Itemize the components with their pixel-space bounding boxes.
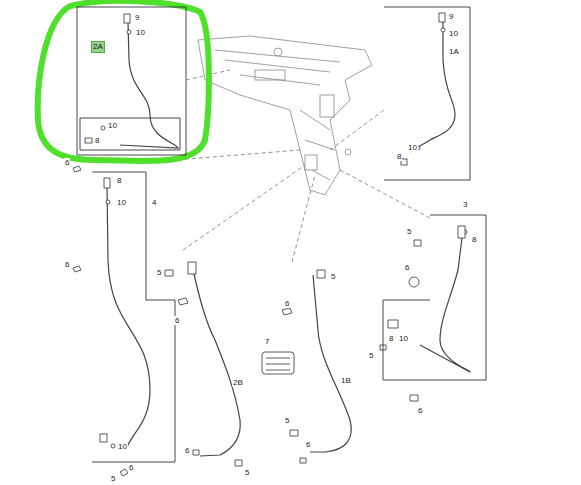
callout-number: 5 (368, 351, 374, 360)
callout-number: 7 (264, 337, 270, 346)
callout-number: 9 (134, 13, 140, 22)
callout-number: 5 (406, 227, 412, 236)
callout-number: 5 (110, 474, 116, 483)
callout-number: 1B (340, 376, 352, 385)
callout-number: 10 (398, 334, 409, 343)
callout-number: 9 (448, 12, 454, 21)
callout-number: 5 (244, 468, 250, 477)
reference-label: 4 (151, 198, 157, 208)
inset-frame: 4 (92, 172, 175, 462)
callout-number: 6 (184, 446, 190, 455)
callout-number: 6 (417, 406, 423, 415)
reference-label: 1A (448, 47, 460, 57)
callout-number: 6 (128, 463, 134, 472)
callout-number: 8 (388, 334, 394, 343)
callout-number: 8 (396, 152, 402, 161)
callout-number: 6 (64, 260, 70, 269)
callout-number: 10 (448, 29, 459, 38)
callout-number: 5 (156, 268, 162, 277)
callout-number: 10 (116, 198, 127, 207)
callout-number: 6 (174, 316, 180, 325)
callout-number: 10 (135, 28, 146, 37)
frame-outline (77, 7, 186, 155)
frame-outline (92, 172, 175, 462)
reference-label: 2A (91, 41, 105, 53)
callout-number: 10 (117, 442, 128, 451)
callout-number: 6 (404, 263, 410, 272)
callout-number: 10 (407, 143, 418, 152)
callout-number: 2B (232, 378, 244, 387)
reference-label: 3 (462, 200, 468, 210)
callout-number: 5 (330, 272, 336, 281)
callout-number: 5 (284, 416, 290, 425)
inset-frame: 2A (77, 7, 186, 155)
callout-number: 8 (94, 136, 100, 145)
callout-number: 10 (107, 121, 118, 130)
callout-number: 6 (305, 440, 311, 449)
callout-number: 8 (116, 176, 122, 185)
callout-number: 6 (284, 299, 290, 308)
callout-number: 8 (471, 235, 477, 244)
callout-number: 6 (64, 158, 70, 167)
